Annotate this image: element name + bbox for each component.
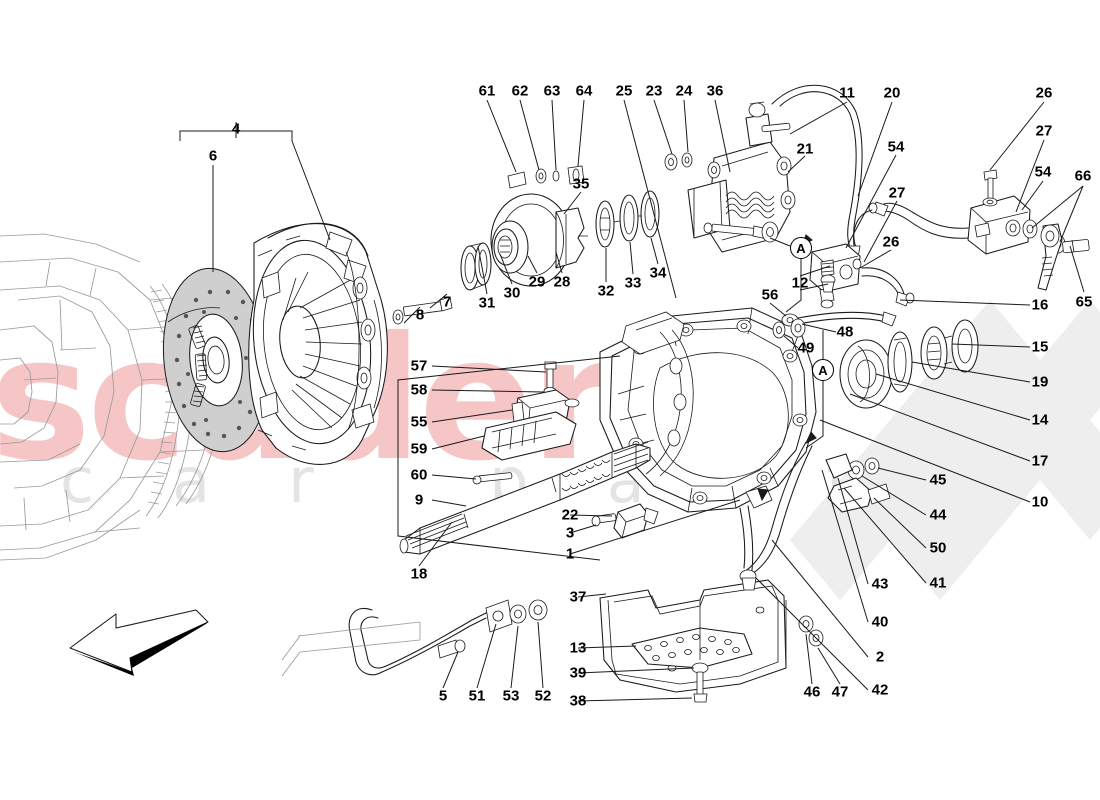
- callout-number-28: 28: [553, 273, 571, 291]
- callout-number-10: 10: [1031, 493, 1049, 511]
- callout-number-45: 45: [929, 471, 947, 489]
- callout-number-17: 17: [1031, 452, 1049, 470]
- callout-number-4: 4: [231, 120, 241, 138]
- clutch-slave-cylinder-linkage: [664, 84, 863, 267]
- callout-number-27: 27: [1035, 122, 1053, 140]
- callout-number-50: 50: [929, 539, 947, 557]
- callout-number-35: 35: [572, 175, 590, 193]
- callout-number-57: 57: [410, 357, 428, 375]
- callout-number-30: 30: [503, 284, 521, 302]
- clutch-friction-disc: [162, 267, 270, 453]
- callout-number-62: 62: [511, 82, 529, 100]
- callout-number-15: 15: [1031, 338, 1049, 356]
- callout-number-40: 40: [871, 613, 889, 631]
- callout-number-31: 31: [478, 294, 496, 312]
- callout-number-63: 63: [543, 82, 561, 100]
- callout-number-41: 41: [929, 574, 947, 592]
- callout-number-65: 65: [1075, 293, 1093, 311]
- callout-number-20: 20: [883, 84, 901, 102]
- shaft-end-fitting: [591, 503, 659, 539]
- callout-number-12: 12: [791, 274, 809, 292]
- callout-number-29: 29: [528, 273, 546, 291]
- callout-number-26: 26: [882, 233, 900, 251]
- hydraulic-block-right: [853, 169, 1090, 291]
- callout-number-3: 3: [565, 524, 575, 542]
- reference-marker-a: A: [790, 237, 812, 259]
- callout-number-59: 59: [410, 440, 428, 458]
- bottom-left-hose-assembly: [281, 599, 548, 677]
- gearbox-input-shaft: [399, 441, 651, 555]
- direction-arrow: [69, 609, 209, 676]
- callout-number-33: 33: [624, 274, 642, 292]
- callout-number-19: 19: [1031, 373, 1049, 391]
- callout-number-16: 16: [1031, 296, 1049, 314]
- callout-number-47: 47: [831, 683, 849, 701]
- callout-number-26: 26: [1035, 84, 1053, 102]
- callout-number-44: 44: [929, 506, 947, 524]
- callout-number-9: 9: [414, 491, 424, 509]
- callout-number-61: 61: [478, 82, 496, 100]
- callout-number-43: 43: [871, 575, 889, 593]
- callout-number-52: 52: [534, 687, 552, 705]
- callout-number-42: 42: [871, 681, 889, 699]
- sensor-bracket-assembly: [472, 361, 580, 485]
- callout-number-13: 13: [569, 639, 587, 657]
- callout-number-5: 5: [438, 687, 448, 705]
- callout-number-64: 64: [575, 82, 593, 100]
- small-hardware-61-64: [507, 165, 585, 189]
- callout-number-11: 11: [839, 84, 855, 102]
- callout-number-58: 58: [410, 381, 428, 399]
- callout-number-1: 1: [565, 545, 575, 563]
- callout-number-21: 21: [796, 140, 814, 158]
- callout-number-53: 53: [502, 687, 520, 705]
- callout-number-6: 6: [208, 147, 218, 165]
- callout-number-66: 66: [1074, 167, 1092, 185]
- output-bearing-and-rings: [772, 311, 979, 409]
- callout-number-49: 49: [797, 339, 815, 357]
- callout-number-48: 48: [836, 323, 854, 341]
- callout-number-7: 7: [442, 293, 452, 311]
- callout-number-24: 24: [675, 82, 693, 100]
- callout-number-46: 46: [803, 683, 821, 701]
- hydraulic-block-left: [809, 243, 915, 309]
- callout-number-25: 25: [615, 82, 633, 100]
- fitting-12: [820, 259, 836, 293]
- callout-number-34: 34: [649, 264, 667, 282]
- callout-number-39: 39: [569, 664, 587, 682]
- callout-number-38: 38: [569, 692, 587, 710]
- callout-number-8: 8: [415, 306, 425, 324]
- gearbox-bellhousing: [599, 307, 817, 513]
- callout-number-23: 23: [645, 82, 663, 100]
- callout-number-54: 54: [887, 138, 905, 156]
- callout-number-54: 54: [1034, 163, 1052, 181]
- release-bearing-assembly: [460, 190, 660, 291]
- callout-number-36: 36: [706, 82, 724, 100]
- callout-number-32: 32: [597, 282, 615, 300]
- clutch-pressure-plate: [248, 222, 388, 465]
- callout-number-18: 18: [410, 565, 428, 583]
- callout-number-37: 37: [569, 588, 587, 606]
- callout-number-60: 60: [410, 466, 428, 484]
- callout-number-2: 2: [875, 648, 885, 666]
- callout-number-51: 51: [468, 687, 486, 705]
- callout-number-56: 56: [761, 286, 779, 304]
- callout-number-27: 27: [888, 184, 906, 202]
- callout-number-14: 14: [1031, 411, 1049, 429]
- callout-leader-lines: [179, 99, 1085, 702]
- reference-marker-a: A: [812, 359, 834, 381]
- callout-number-22: 22: [561, 506, 579, 524]
- callout-number-55: 55: [410, 413, 428, 431]
- lower-cover-shield: [599, 579, 787, 703]
